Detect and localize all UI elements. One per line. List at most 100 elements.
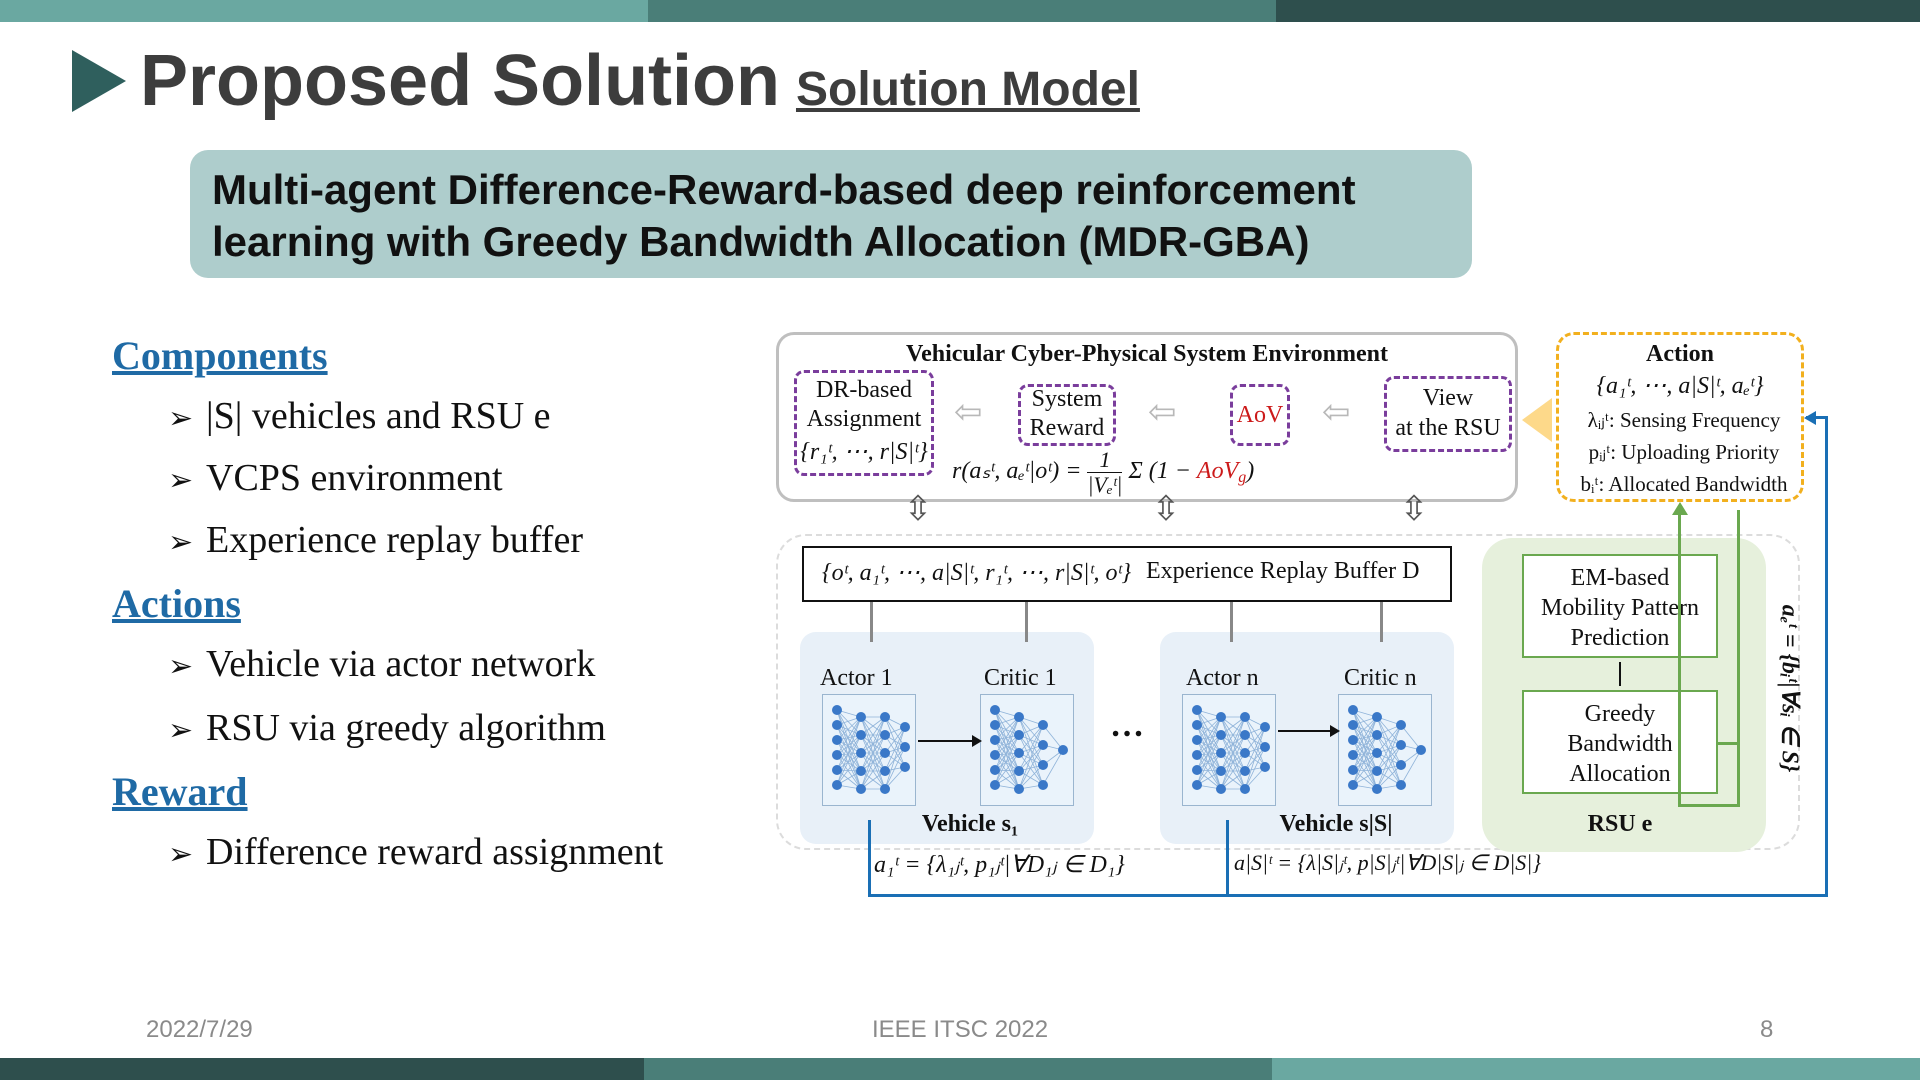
double-arrow-icon: ⇳	[903, 491, 933, 528]
components-heading[interactable]: Components	[112, 333, 328, 378]
buffer-arrow	[870, 602, 873, 642]
blue-action-line	[1806, 416, 1828, 419]
flow-arrow-left-icon: ⇦	[1322, 394, 1351, 431]
bottom-decor-bar	[0, 1058, 1920, 1080]
em-to-greedy-arrow	[1619, 662, 1621, 686]
dr-assignment-box	[794, 370, 934, 476]
experience-replay-buffer	[802, 546, 1452, 602]
bullet-arrow-icon: ➢	[168, 464, 194, 497]
actor-n-network-icon	[1182, 694, 1276, 806]
critic-1-label: Critic 1	[984, 665, 1057, 691]
reward-heading[interactable]: Reward	[112, 769, 248, 814]
action-line-3: bᵢᵗ: Allocated Bandwidth	[1580, 472, 1788, 496]
green-feedback-line	[1678, 804, 1740, 807]
bullet-item: ➢VCPS environment	[168, 457, 503, 499]
view-rsu-box	[1384, 376, 1512, 452]
greedy-allocation-box	[1522, 690, 1718, 794]
dr-reward-set: {r₁ᵗ, ⋯, r|S|ᵗ}	[800, 439, 928, 465]
greedy-line-3: Allocation	[1569, 761, 1671, 787]
blue-action-line	[868, 820, 871, 896]
system-line-1: System	[1031, 386, 1103, 412]
title-triangle-icon	[72, 50, 126, 112]
blue-action-line	[1226, 820, 1229, 896]
actor-n-label: Actor n	[1186, 665, 1259, 691]
blue-action-line	[868, 894, 1828, 897]
em-line-2: Mobility Pattern	[1541, 595, 1699, 621]
title-sub: Solution Model	[795, 63, 1140, 116]
agents-frame	[776, 534, 1800, 850]
bullet-arrow-icon: ➢	[168, 650, 194, 683]
banner-line-1: Multi-agent Difference-Reward-based deep…	[212, 166, 1356, 213]
blue-action-line	[1825, 417, 1828, 897]
critic-1-network-icon	[980, 694, 1074, 806]
view-line-2: at the RSU	[1395, 415, 1501, 441]
bullet-arrow-icon: ➢	[168, 402, 194, 435]
bullet-item: ➢|S| vehicles and RSU e	[168, 395, 551, 437]
action-set: {a₁ᵗ, ⋯, a|S|ᵗ, aₑᵗ}	[1596, 373, 1764, 399]
vehicle-1-label: Vehicle s₁	[921, 811, 1019, 837]
top-decor-bar	[0, 0, 1920, 22]
action-line-1: λᵢⱼᵗ: Sensing Frequency	[1587, 408, 1781, 432]
green-feedback-line	[1718, 742, 1740, 745]
actor-critic-arrow	[918, 740, 976, 742]
aov-label: AoV	[1236, 402, 1284, 428]
title-main: Proposed Solution	[140, 41, 780, 121]
buffer-label: Experience Replay Buffer D	[1146, 558, 1420, 584]
double-arrow-icon: ⇳	[1151, 491, 1181, 528]
em-line-3: Prediction	[1570, 625, 1670, 651]
flow-arrow-left-icon: ⇦	[954, 394, 983, 431]
buffer-set: {oᵗ, a₁ᵗ, ⋯, a|S|ᵗ, r₁ᵗ, ⋯, r|S|ᵗ, oᵗ}	[822, 560, 1132, 586]
dr-line-2: Assignment	[806, 406, 922, 432]
rsu-action-formula: aₑᵗ = {bᵢᵗ|∀sᵢ ∈ S}	[1776, 604, 1803, 773]
dr-line-1: DR-based	[816, 377, 912, 403]
double-arrow-icon: ⇳	[1399, 491, 1429, 528]
rsu-label: RSU e	[1587, 811, 1653, 837]
blue-arrow-head-icon	[1804, 411, 1816, 425]
greedy-line-1: Greedy	[1584, 701, 1656, 727]
ellipsis: …	[1110, 707, 1144, 744]
buffer-arrow	[1230, 602, 1233, 642]
em-line-1: EM-based	[1570, 565, 1670, 591]
footer-conference: IEEE ITSC 2022	[872, 1016, 1049, 1043]
bullet-item: ➢Vehicle via actor network	[168, 643, 596, 685]
green-arrow-head-icon	[1672, 502, 1688, 515]
env-title: Vehicular Cyber-Physical System Environm…	[905, 341, 1388, 367]
system-reward-box	[1018, 384, 1116, 446]
footer-date: 2022/7/29	[146, 1016, 253, 1043]
aov-box	[1230, 384, 1290, 446]
banner-line-2: learning with Greedy Bandwidth Allocatio…	[212, 218, 1310, 265]
action-to-env-arrow-icon	[1522, 398, 1552, 442]
method-banner: Multi-agent Difference-Reward-based deep…	[190, 150, 1472, 278]
green-to-action-line	[1678, 512, 1681, 806]
page-title: Proposed Solution Solution Model	[140, 38, 1140, 133]
buffer-arrow	[1380, 602, 1383, 642]
flow-arrow-left-icon: ⇦	[1148, 394, 1177, 431]
system-reward-formula: r(aₛᵗ, aₑᵗ|oᵗ) = 1 |Vₑᵗ| Σ (1 − AoVg)	[952, 447, 1255, 497]
arrow-head-icon	[1330, 725, 1340, 737]
footer-page-number: 8	[1760, 1016, 1774, 1043]
bullet-item: ➢Difference reward assignment	[168, 831, 664, 873]
critic-n-network-icon	[1338, 694, 1432, 806]
green-feedback-line	[1737, 510, 1740, 806]
action-title: Action	[1646, 341, 1714, 367]
critic-n-label: Critic n	[1344, 665, 1417, 691]
vehicle-n-action-formula: a|S|ᵗ = {λ|S|ⱼᵗ, p|S|ⱼᵗ|∀D|S|ⱼ ∈ D|S|}	[1234, 850, 1542, 875]
action-box	[1556, 332, 1804, 502]
actor-1-network-icon	[822, 694, 916, 806]
arrow-head-icon	[972, 735, 982, 747]
bullet-arrow-icon: ➢	[168, 526, 194, 559]
em-prediction-box	[1522, 554, 1718, 658]
buffer-arrow	[1025, 602, 1028, 642]
vehicle-n-label: Vehicle s|S|	[1279, 811, 1393, 837]
actor-critic-arrow	[1278, 730, 1334, 732]
bullet-item: ➢RSU via greedy algorithm	[168, 707, 606, 749]
action-line-2: pᵢⱼᵗ: Uploading Priority	[1588, 440, 1780, 464]
actor-1-label: Actor 1	[820, 665, 893, 691]
view-line-1: View	[1422, 385, 1474, 411]
bullet-arrow-icon: ➢	[168, 838, 194, 871]
actions-heading[interactable]: Actions	[112, 581, 241, 626]
vehicle-1-action-formula: a₁ᵗ = {λ₁ⱼᵗ, p₁ⱼᵗ|∀D₁ⱼ ∈ D₁}	[874, 852, 1125, 878]
greedy-line-2: Bandwidth	[1567, 731, 1673, 757]
system-line-2: Reward	[1029, 415, 1105, 441]
bullet-arrow-icon: ➢	[168, 714, 194, 747]
